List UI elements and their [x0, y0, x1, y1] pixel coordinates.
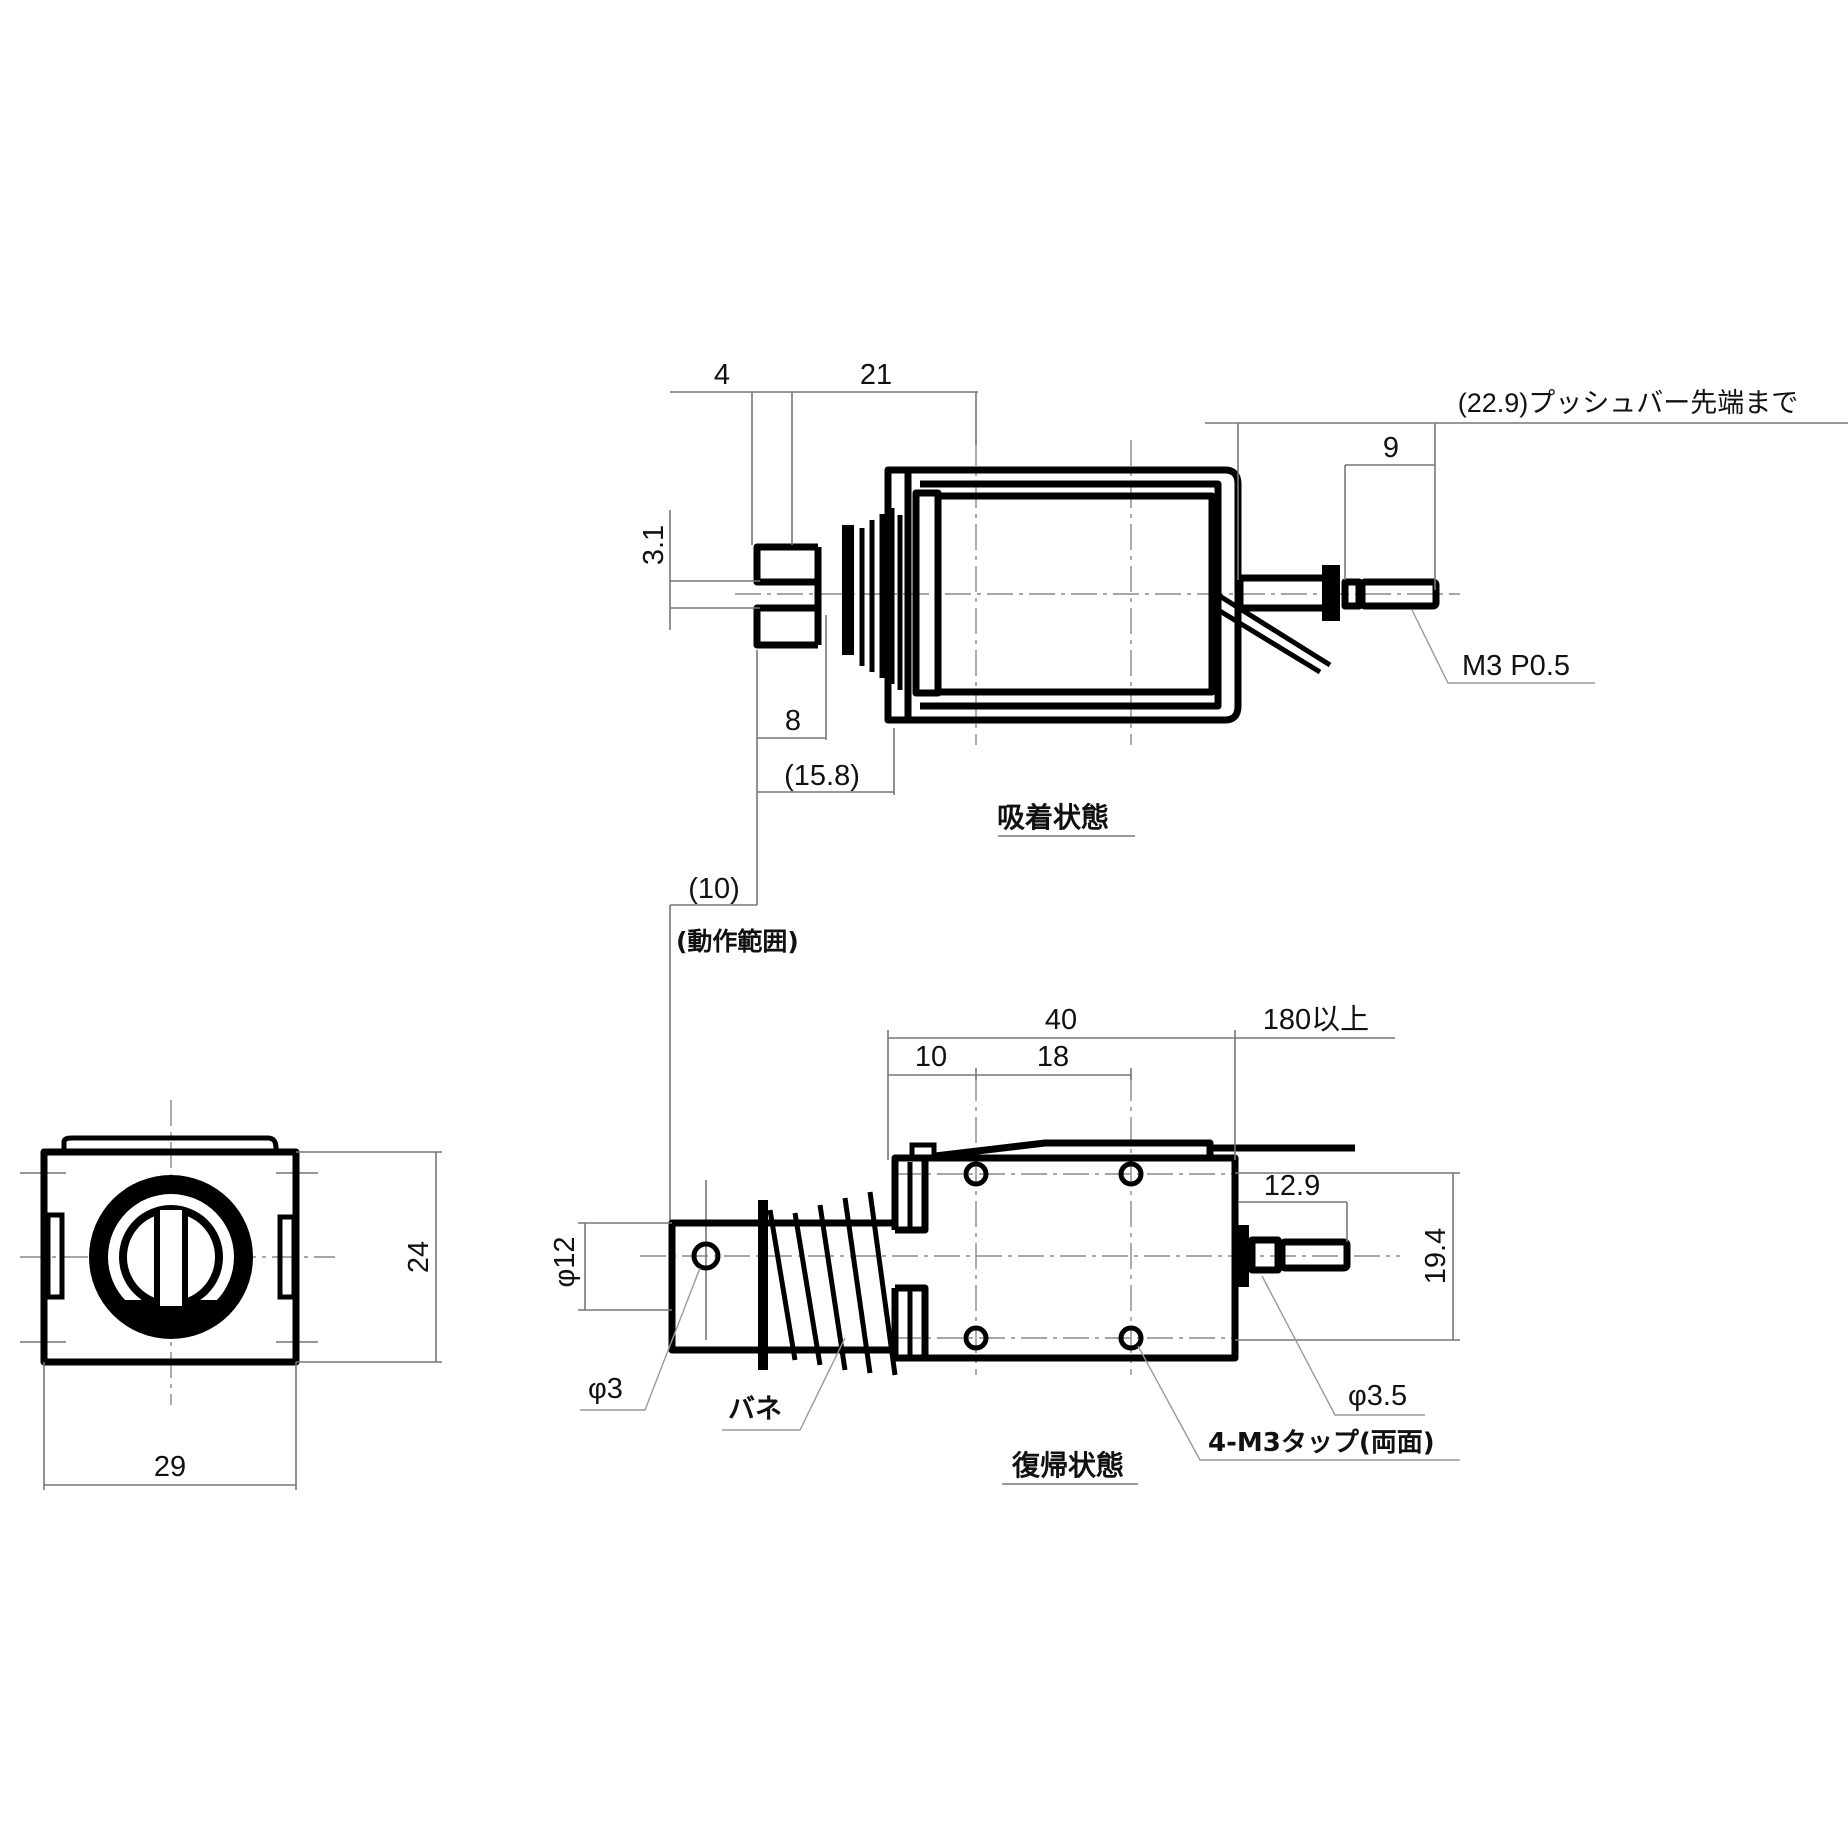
dim-end-width: 29 — [154, 1451, 186, 1483]
thread-spec-label: M3 P0.5 — [1462, 650, 1570, 682]
dim-hole-vertical-pitch: 19.4 — [1420, 1228, 1452, 1284]
dim-clevis-length: 8 — [785, 705, 801, 737]
dim-body-length: 40 — [1045, 1004, 1077, 1036]
dim-clevis-to-frame: (15.8) — [784, 760, 860, 792]
stroke-dimension: (10) (動作範囲) — [669, 873, 799, 1230]
dim-pushbar-thread-len: 9 — [1383, 432, 1399, 464]
dim-hole-offset: 10 — [915, 1041, 947, 1073]
dim-pushbar-to-tip: (22.9)プッシュバー先端まで — [1458, 388, 1799, 418]
spring-label: バネ — [728, 1394, 782, 1425]
stroke-caption: (動作範囲) — [676, 927, 799, 956]
stroke-value: (10) — [688, 873, 740, 905]
dim-plunger-diameter: φ12 — [549, 1236, 581, 1287]
dim-core-to-hole: 21 — [860, 359, 892, 391]
energized-view: 4 21 3.1 8 (15.8) (22.9)プッシュバー先端まで 9 M3 … — [638, 359, 1848, 905]
clevis-hole-label: φ3 — [588, 1373, 623, 1405]
dim-pushbar-length: 12.9 — [1264, 1170, 1320, 1202]
energized-view-title: 吸着状態 — [997, 801, 1109, 834]
return-view-title: 復帰状態 — [1011, 1449, 1124, 1482]
dim-lead-length: 180以上 — [1263, 1004, 1369, 1036]
tap-spec-label: 4-M3タップ(両面) — [1208, 1428, 1435, 1458]
end-view: 24 29 — [20, 1100, 442, 1490]
return-view: 40 10 18 180以上 φ12 12.9 19.4 φ3 バネ φ3.5 … — [549, 1004, 1460, 1485]
dim-slot-width: 3.1 — [638, 525, 670, 565]
dim-hole-pitch: 18 — [1037, 1041, 1069, 1073]
pushbar-diameter-label: φ3.5 — [1348, 1380, 1407, 1412]
dim-stroke-offset: 4 — [714, 359, 730, 391]
dim-end-height: 24 — [403, 1241, 435, 1273]
